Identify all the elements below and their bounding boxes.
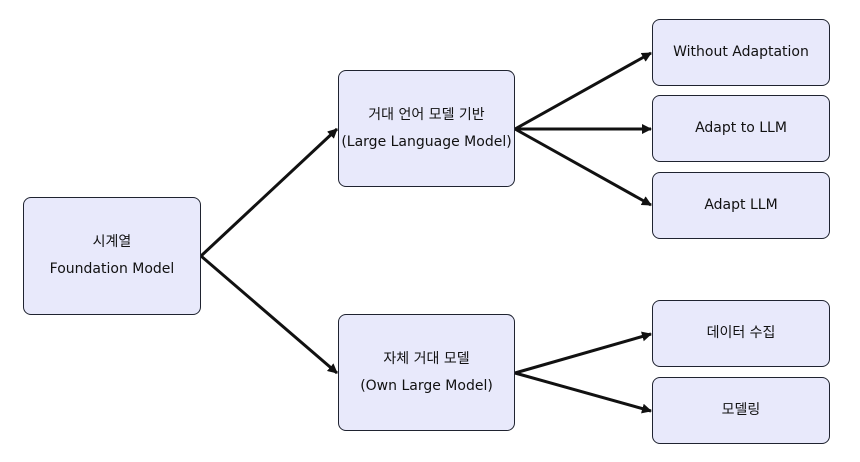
node-without-adaptation: Without Adaptation (652, 19, 830, 86)
node-root-line2: Foundation Model (49, 261, 175, 277)
arrow-own-to-data-collection (514, 331, 652, 375)
node-llm-line1: 거대 언어 모델 기반 (368, 106, 485, 123)
leaf-label: 모델링 (721, 402, 761, 419)
node-adapt-llm: Adapt LLM (652, 172, 830, 239)
node-llm-based: 거대 언어 모델 기반 (Large Language Model) (338, 70, 515, 187)
arrow-own-to-modeling (514, 371, 652, 414)
node-modeling: 모델링 (652, 377, 830, 444)
arrow-llm-to-adapt-llm (514, 127, 652, 207)
node-data-collection: 데이터 수집 (652, 300, 830, 367)
node-llm-line2: (Large Language Model) (341, 133, 512, 150)
node-own-line1: 자체 거대 모델 (383, 350, 470, 367)
leaf-label: Adapt to LLM (695, 120, 787, 137)
arrow-root-to-llm (199, 127, 339, 258)
leaf-label: Without Adaptation (673, 44, 809, 61)
arrow-llm-to-without-adaptation (514, 51, 652, 131)
leaf-label: 데이터 수집 (706, 325, 776, 342)
node-own-line2: (Own Large Model) (360, 377, 493, 394)
node-adapt-to-llm: Adapt to LLM (652, 95, 830, 162)
leaf-label: Adapt LLM (704, 197, 778, 214)
node-root-line1: 시계열 (92, 234, 132, 251)
node-time-series-foundation-model: 시계열 Foundation Model (23, 197, 201, 315)
node-own-large-model: 자체 거대 모델 (Own Large Model) (338, 314, 515, 431)
arrow-root-to-own (200, 254, 338, 375)
